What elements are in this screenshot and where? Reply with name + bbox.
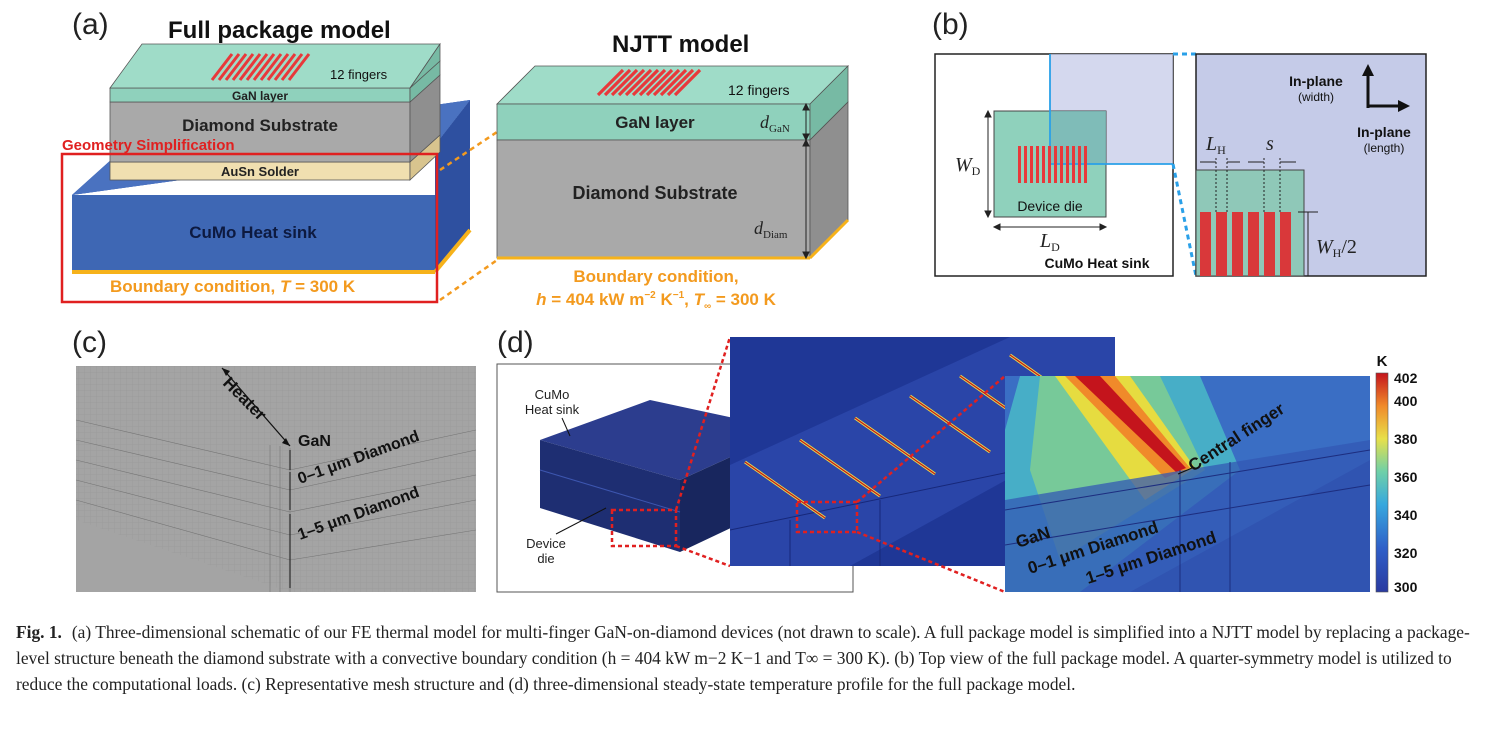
simplification-label: Geometry Simplification (62, 137, 235, 154)
link-dash-top (439, 128, 501, 172)
full-package-title: Full package model (168, 17, 391, 44)
d-die-label-2: die (537, 551, 554, 566)
panel-d-label: (d) (497, 326, 534, 359)
colorbar-tick: 320 (1394, 545, 1418, 561)
axis-arrows (1362, 64, 1410, 112)
gan-layer-full: GaN layer (109, 42, 441, 103)
panel-b-label: (b) (932, 8, 969, 41)
d-diam-arrow (802, 138, 810, 260)
njtt-title: NJTT model (612, 31, 749, 58)
d-gan-arrow (802, 102, 810, 142)
inplane-width-2: (width) (1298, 90, 1334, 104)
panel-c: (c) Heater GaN 0–1 μm Diamond 1–5 μm Dia… (72, 326, 477, 592)
d-die-label-1: Device (526, 536, 566, 551)
fingers-njtt-label: 12 fingers (728, 82, 789, 98)
fingers-top (1018, 146, 1087, 183)
fingers-full-label: 12 fingers (330, 67, 388, 82)
colorbar-tick: 340 (1394, 507, 1418, 523)
solder-label: AuSn Solder (221, 164, 299, 179)
wd-label: WD (955, 154, 981, 178)
bc-full-label: Boundary condition, T = 300 K (110, 277, 356, 296)
colorbar-tick: 402 (1394, 370, 1418, 386)
mesh-lines (75, 419, 477, 592)
figure-caption: Fig. 1.(a) Three-dimensional schematic o… (16, 619, 1476, 697)
diamond-label-njtt: Diamond Substrate (572, 183, 737, 203)
caption-text: (a) Three-dimensional schematic of our F… (16, 622, 1470, 694)
d-heatsink-label-1: CuMo (535, 387, 570, 402)
d-diam-label: dDiam (754, 218, 788, 241)
panel-b: (b) WD LD Device die CuMo Heat sink (932, 8, 1427, 277)
diamond-label-full: Diamond Substrate (182, 116, 338, 135)
figure-label: Fig. 1. (16, 622, 62, 642)
inplane-length-1: In-plane (1357, 124, 1411, 140)
bc-njtt-line1: Boundary condition, (573, 267, 738, 286)
d-close-zoom: Central finger GaN 0–1 μm Diamond 1–5 μm… (1004, 376, 1371, 592)
colorbar-tick: 380 (1394, 431, 1418, 447)
device-die-label: Device die (1017, 198, 1083, 214)
panel-a-label: (a) (72, 8, 109, 41)
ld-label: LD (1039, 230, 1060, 254)
c-gan-label: GaN (298, 433, 331, 450)
d-heatsink-label-2: Heat sink (525, 402, 580, 417)
panel-d: (d) CuMo Heat sink Device die (496, 326, 1418, 595)
figure-1: (a) Full package model NJTT model CuMo H… (60, 8, 1427, 595)
gan-label-full: GaN layer (232, 89, 288, 103)
d-zoom-box-1 (610, 508, 678, 548)
colorbar-tick: 400 (1394, 393, 1418, 409)
gan-label-njtt: GaN layer (615, 113, 695, 132)
heatsink-label: CuMo Heat sink (189, 223, 317, 242)
bc-njtt-line2: h = 404 kW m−2 K−1, T∞ = 300 K (536, 290, 776, 312)
colorbar-tick: 300 (1394, 579, 1418, 595)
colorbar: K 402 400 380 360 340 320 300 (1375, 353, 1418, 595)
zoom-dim-lines (1200, 158, 1318, 276)
inplane-width-1: In-plane (1289, 73, 1343, 89)
simplification-box (60, 152, 439, 304)
diamond-substrate-full: Diamond Substrate (109, 74, 441, 163)
s-label: s (1266, 133, 1274, 155)
link-dash-bottom (439, 256, 501, 302)
d-heatsink-top (540, 400, 790, 480)
fingers-njtt (596, 68, 702, 97)
inplane-length-2: (length) (1364, 141, 1405, 155)
panel-c-label: (c) (72, 326, 107, 359)
panel-a: (a) Full package model NJTT model CuMo H… (60, 8, 850, 312)
zoom-fingers (1200, 212, 1291, 276)
d-gan-label: dGaN (760, 112, 790, 135)
wd-arrow (984, 109, 1108, 231)
heatsink-top-label: CuMo Heat sink (1044, 255, 1149, 271)
njtt-model: GaN layer Diamond Substrate (496, 65, 850, 260)
colorbar-unit: K (1377, 353, 1388, 370)
colorbar-tick: 360 (1394, 469, 1418, 485)
fingers-full (210, 53, 311, 81)
lh-label: LH (1205, 133, 1226, 157)
wh-label: WH/2 (1316, 236, 1357, 260)
